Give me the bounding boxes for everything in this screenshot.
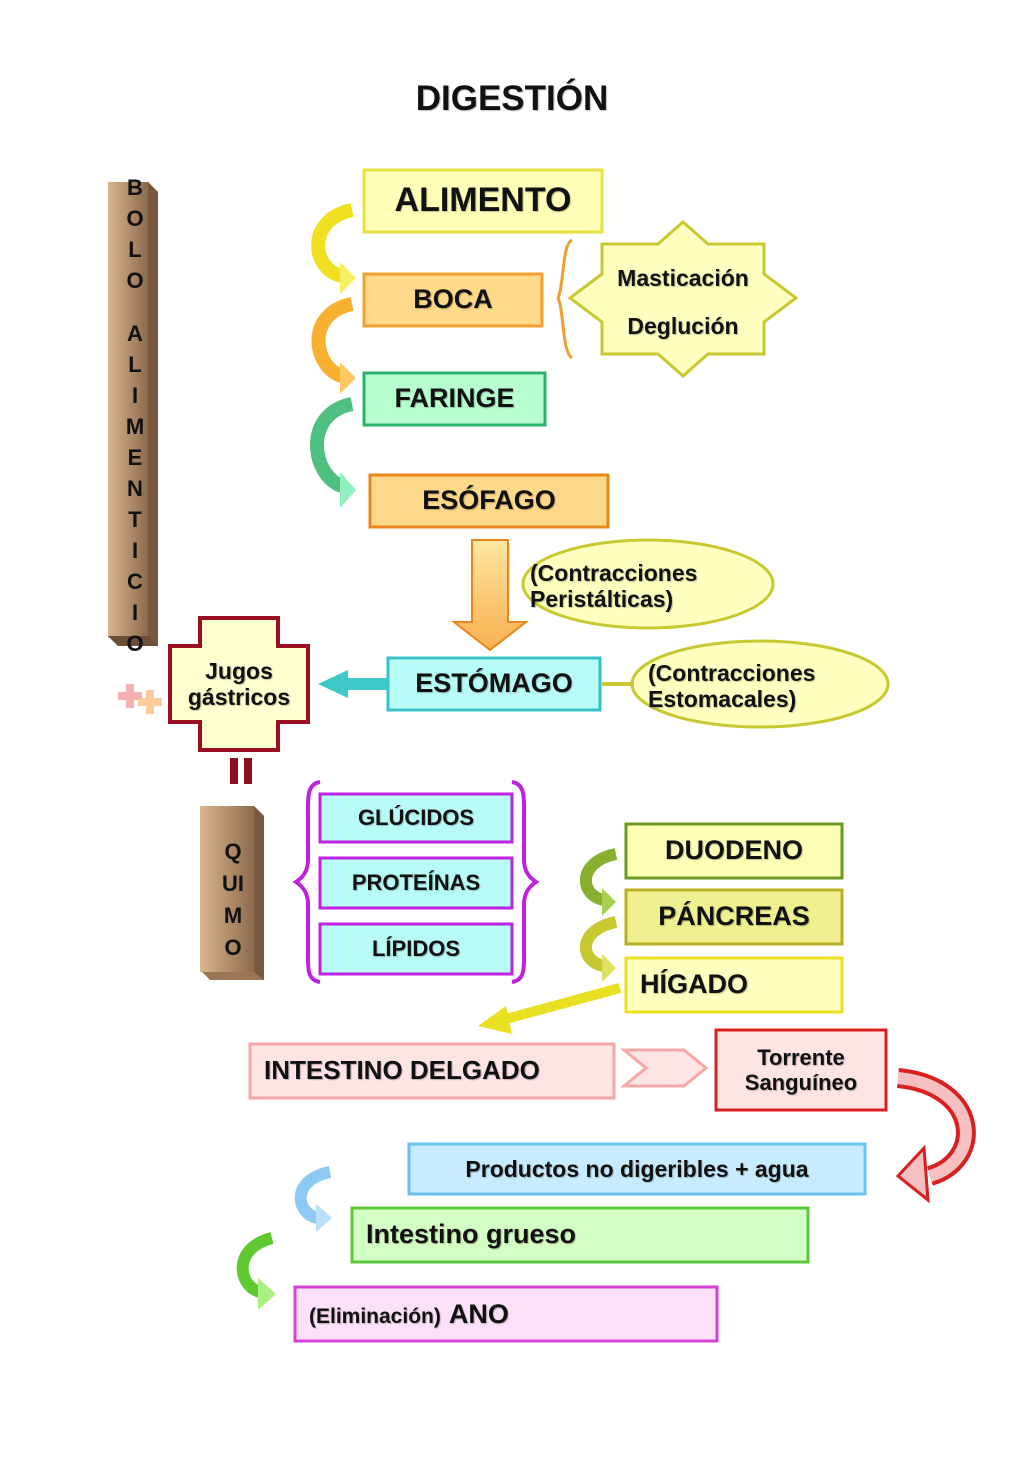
intestino-delgado-label: INTESTINO DELGADO xyxy=(264,1055,540,1086)
pancreas-box xyxy=(624,888,844,946)
curved-arrow-icon xyxy=(580,848,618,982)
bolo-letter-8: M xyxy=(125,414,145,439)
higado-label: HÍGADO xyxy=(640,969,748,1000)
torrente-box xyxy=(714,1028,888,1112)
left-arrow-icon xyxy=(318,670,388,698)
peristalticas-line-1: (Contracciones xyxy=(530,559,698,586)
productos-box xyxy=(407,1142,867,1196)
masticacion-star xyxy=(567,220,799,378)
alimento-box xyxy=(362,168,604,234)
boca-box xyxy=(362,272,544,328)
bolo-letter-7: I xyxy=(131,383,139,408)
boca-brace xyxy=(556,238,574,360)
jugos-line-2: gástricos xyxy=(187,684,291,710)
lipidos-label: LÍPIDOS xyxy=(371,936,460,962)
esofago-box xyxy=(368,473,610,529)
ano-box xyxy=(293,1285,719,1343)
bolo-letter-3: O xyxy=(126,268,144,293)
quimo-letter-0: Q xyxy=(224,839,242,864)
bolo-letter-0: B xyxy=(127,175,143,200)
quimo-pillar xyxy=(200,806,264,980)
esofago-label: ESÓFAGO xyxy=(422,485,556,516)
duodeno-label: DUODENO xyxy=(664,835,803,866)
bolo-letter-10: N xyxy=(127,476,143,501)
masticacion-label: Masticación xyxy=(617,264,749,291)
estomago-label: ESTÓMAGO xyxy=(415,668,573,699)
bolo-letter-15: O xyxy=(126,631,144,656)
chevron-arrow-icon xyxy=(619,1048,709,1088)
torrente-label: Torrente Sanguíneo xyxy=(716,1032,886,1108)
higado-box xyxy=(624,956,844,1014)
estomacales-line-2: Estomacales) xyxy=(648,686,797,712)
quimo-letter-2: M xyxy=(223,903,243,928)
curved-arrow-icon xyxy=(294,1166,332,1232)
jugos-line-1: Jugos xyxy=(205,657,273,684)
deglucion-label: Deglución xyxy=(627,312,739,339)
nutrients-right-brace xyxy=(511,780,540,984)
proteinas-box xyxy=(318,856,514,910)
bolo-letter-2: L xyxy=(128,237,142,262)
duodeno-box xyxy=(624,822,844,880)
glucidos-box xyxy=(318,792,514,844)
boca-label: BOCA xyxy=(413,284,493,315)
curved-arrow-icon xyxy=(236,1232,276,1310)
faringe-label: FARINGE xyxy=(394,383,515,414)
faringe-box xyxy=(362,371,547,427)
glucidos-label: GLÚCIDOS xyxy=(357,805,475,831)
quimo-letter-3: O xyxy=(224,935,242,960)
ano-text: ANO xyxy=(448,1299,509,1329)
bolo-letter-14: I xyxy=(131,600,139,625)
peristalticas-line-2: Peristálticas) xyxy=(530,586,674,612)
estomacales-line-1: (Contracciones xyxy=(648,659,816,686)
alimento-label: ALIMENTO xyxy=(394,181,572,220)
nutrients-left-brace xyxy=(292,780,321,984)
diagonal-arrow-icon xyxy=(478,983,622,1034)
curved-arrow-icon xyxy=(895,1068,976,1204)
bolo-letter-6: L xyxy=(128,352,142,377)
down-arrow-icon xyxy=(451,539,529,652)
ano-prefix: (Eliminación) xyxy=(309,1305,441,1328)
lipidos-box xyxy=(318,922,514,976)
ano-label: (Eliminación) ANO xyxy=(295,1287,717,1341)
intestino-delgado-box xyxy=(248,1042,616,1100)
plus-icon xyxy=(118,684,162,714)
proteinas-label: PROTEÍNAS xyxy=(351,870,481,896)
bolo-letter-9: E xyxy=(127,445,143,470)
pancreas-label: PÁNCREAS xyxy=(658,901,810,932)
equals-icon xyxy=(230,758,252,784)
peristalticas-label: (Contracciones Peristálticas) xyxy=(530,554,766,618)
page-title: DIGESTIÓN xyxy=(415,78,609,118)
torrente-line-1: Torrente xyxy=(757,1044,845,1070)
bolo-letter-11: T xyxy=(128,507,142,532)
intestino-grueso-label: Intestino grueso xyxy=(366,1219,577,1250)
bolo-letter-1: O xyxy=(126,206,144,231)
bolo-letter-5: A xyxy=(127,321,143,346)
quimo-letter-1: UI xyxy=(222,871,244,896)
bolo-pillar xyxy=(108,182,158,646)
jugos-gastricos-label: Jugos gástricos xyxy=(170,646,308,722)
jugos-cross-shape xyxy=(168,616,310,752)
intestino-grueso-box xyxy=(350,1206,810,1264)
estomacales-label: (Contracciones Estomacales) xyxy=(648,654,880,718)
torrente-line-2: Sanguíneo xyxy=(744,1070,858,1095)
bolo-letter-12: I xyxy=(131,538,139,563)
curved-arrow-icon xyxy=(310,203,356,508)
peristalticas-ellipse xyxy=(521,538,775,630)
bolo-letter-13: C xyxy=(127,569,143,594)
productos-label: Productos no digeribles + agua xyxy=(465,1155,809,1182)
